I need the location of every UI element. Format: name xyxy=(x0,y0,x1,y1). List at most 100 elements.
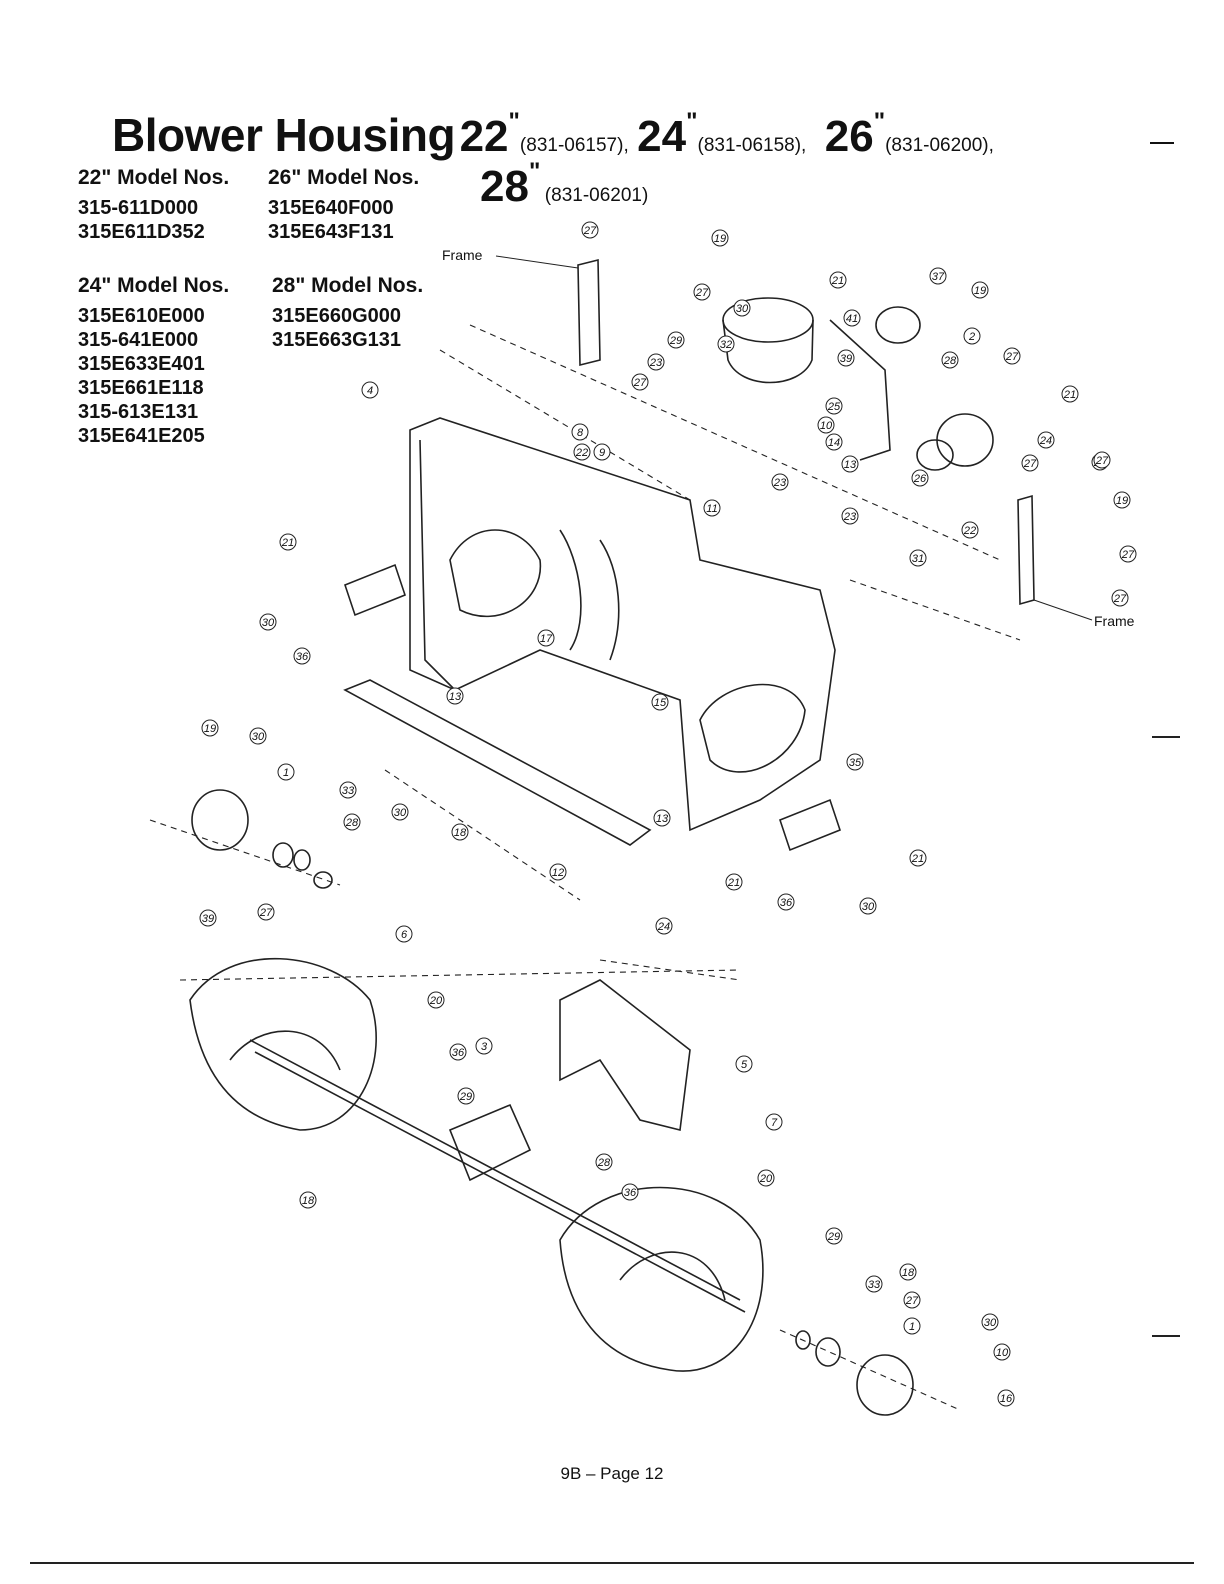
callout-number: 24 xyxy=(1039,435,1052,447)
callout-number: 23 xyxy=(843,511,857,523)
bottom-rule xyxy=(30,1562,1194,1564)
margin-tick xyxy=(1152,736,1180,738)
title-part-26: (831-06200), xyxy=(885,135,994,156)
callout-number: 1 xyxy=(283,767,289,779)
callout-number: 27 xyxy=(1113,593,1127,605)
bearing-flange-top xyxy=(936,413,994,467)
callout-number: 37 xyxy=(932,271,945,283)
blower-housing xyxy=(409,417,836,832)
callout-bubble xyxy=(1113,491,1131,509)
model-number: 315E641E205 xyxy=(78,425,205,447)
callout-number: 30 xyxy=(262,617,275,629)
callout-bubble xyxy=(1119,545,1137,563)
callout-bubble xyxy=(449,1043,467,1061)
model-number: 315E660G000 xyxy=(272,305,402,327)
title-size-26: 26" xyxy=(824,108,886,161)
callout-bubble xyxy=(655,917,673,935)
callout-number: 12 xyxy=(552,867,564,879)
callout-bubble xyxy=(817,416,835,434)
callout-number: 29 xyxy=(827,1231,840,1243)
callout-bubble xyxy=(765,1113,783,1131)
skid-shoe-right xyxy=(779,798,841,852)
page-title: Blower Housing 22"(831-06157), 24"(831-0… xyxy=(112,108,998,162)
callout-bubble xyxy=(829,271,847,289)
callout-bubble xyxy=(841,455,859,473)
frame-label-top: Frame xyxy=(442,247,483,263)
pulley xyxy=(875,306,921,344)
callout-number: 4 xyxy=(367,385,373,397)
callout-bubble xyxy=(899,1263,917,1281)
callout-bubble xyxy=(735,1055,753,1073)
callout-number: 26 xyxy=(913,473,927,485)
callout-bubble xyxy=(199,909,217,927)
callout-number: 39 xyxy=(840,353,852,365)
callout-number: 19 xyxy=(1116,495,1128,507)
model-number: 315-641E000 xyxy=(78,329,199,351)
callout-number: 18 xyxy=(454,827,467,839)
callout-bubble xyxy=(837,349,855,367)
callout-number: 24 xyxy=(657,921,670,933)
callout-number: 29 xyxy=(459,1091,472,1103)
callout-bubble xyxy=(757,1169,775,1187)
callout-bubble xyxy=(201,719,219,737)
callout-bubble xyxy=(929,267,947,285)
model-list-26: 26" Model Nos. 315E640F000 315E643F131 xyxy=(268,166,419,244)
callout-bubble xyxy=(279,533,297,551)
callout-number: 21 xyxy=(911,853,924,865)
model-number: 315-611D000 xyxy=(78,197,199,219)
callout-bubble xyxy=(361,381,379,399)
callout-number: 25 xyxy=(827,401,841,413)
callout-bubble xyxy=(971,281,989,299)
callout-bubble xyxy=(843,309,861,327)
callout-number: 20 xyxy=(429,995,443,1007)
callout-bubble xyxy=(1037,431,1055,449)
callout-bubble xyxy=(427,991,445,1009)
callout-number: 21 xyxy=(727,877,740,889)
callout-bubble xyxy=(667,331,685,349)
callout-bubble xyxy=(846,753,864,771)
callout-bubble xyxy=(909,549,927,567)
title-size-28: 28" xyxy=(480,158,541,211)
callout-bubble xyxy=(653,809,671,827)
callout-number: 27 xyxy=(1121,549,1135,561)
model-list-22: 22" Model Nos. 315-611D000 315E611D352 xyxy=(78,166,229,244)
callout-number: 13 xyxy=(844,459,857,471)
callout-number: 39 xyxy=(202,913,214,925)
title-size-28-line: 28" (831-06201) xyxy=(480,158,648,212)
callout-number: 29 xyxy=(669,335,682,347)
housing-right-opening xyxy=(699,683,806,773)
callout-bubble xyxy=(549,863,567,881)
callout-number: 27 xyxy=(259,907,273,919)
title-size-24: 24" xyxy=(637,108,698,161)
callout-bubble xyxy=(339,781,357,799)
model-list-28: 28" Model Nos. 315E660G000 315E663G131 xyxy=(272,274,423,352)
callout-bubble xyxy=(859,897,877,915)
page-number: 9B – Page 12 xyxy=(560,1464,664,1483)
callout-number: 23 xyxy=(649,357,663,369)
title-size-22: 22" xyxy=(459,108,520,161)
model-list-heading: 26" Model Nos. xyxy=(268,166,420,189)
frame-right xyxy=(1017,494,1035,606)
callout-number: 21 xyxy=(281,537,294,549)
callout-number: 36 xyxy=(296,651,309,663)
callout-bubble xyxy=(997,1389,1015,1407)
callout-number: 5 xyxy=(741,1059,748,1071)
callout-bubble xyxy=(1021,454,1039,472)
auger-right xyxy=(559,1186,764,1372)
callout-bubble xyxy=(865,1275,883,1293)
callout-number: 32 xyxy=(720,339,732,351)
margin-tick xyxy=(1152,1335,1180,1337)
callout-number: 19 xyxy=(714,233,726,245)
callout-bubble xyxy=(593,443,611,461)
title-main: Blower Housing xyxy=(112,109,456,161)
callout-bubble xyxy=(771,473,789,491)
callout-number: 13 xyxy=(656,813,669,825)
callout-bubble xyxy=(595,1153,613,1171)
callout-bubble xyxy=(911,469,929,487)
callout-bubble xyxy=(961,521,979,539)
callout-bubble xyxy=(277,763,295,781)
callout-bubble xyxy=(651,693,669,711)
callout-bubble xyxy=(537,629,555,647)
callout-number: 11 xyxy=(706,503,717,515)
